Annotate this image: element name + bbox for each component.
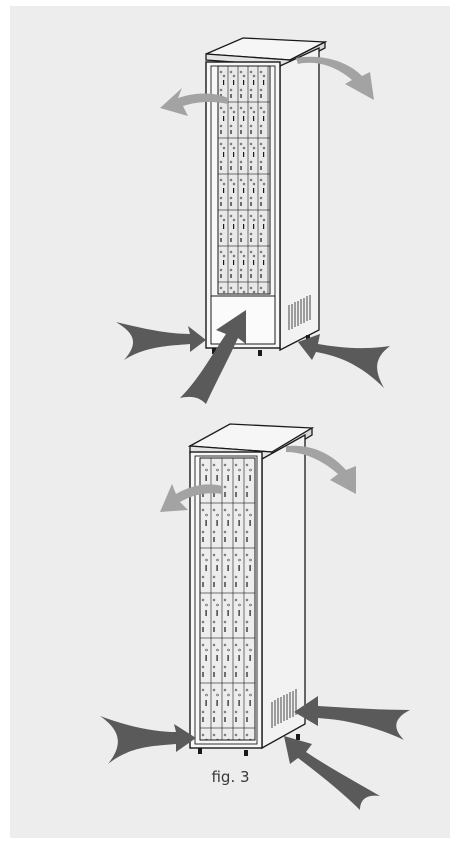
cabinet-open-bottom xyxy=(206,38,325,356)
figure-caption: fig. 3 xyxy=(0,768,461,786)
intake-arrow-right-1 xyxy=(298,334,390,388)
intake-arrow-left-2 xyxy=(100,716,196,764)
cabinet-2-side-panel xyxy=(262,435,305,748)
cabinet-1-side-panel xyxy=(280,48,319,350)
intake-arrow-left-1 xyxy=(116,322,206,360)
cabinet-closed-bottom xyxy=(190,424,312,756)
intake-arrow-right-2 xyxy=(294,696,410,740)
cabinet-2-equipment-modules xyxy=(200,458,255,740)
